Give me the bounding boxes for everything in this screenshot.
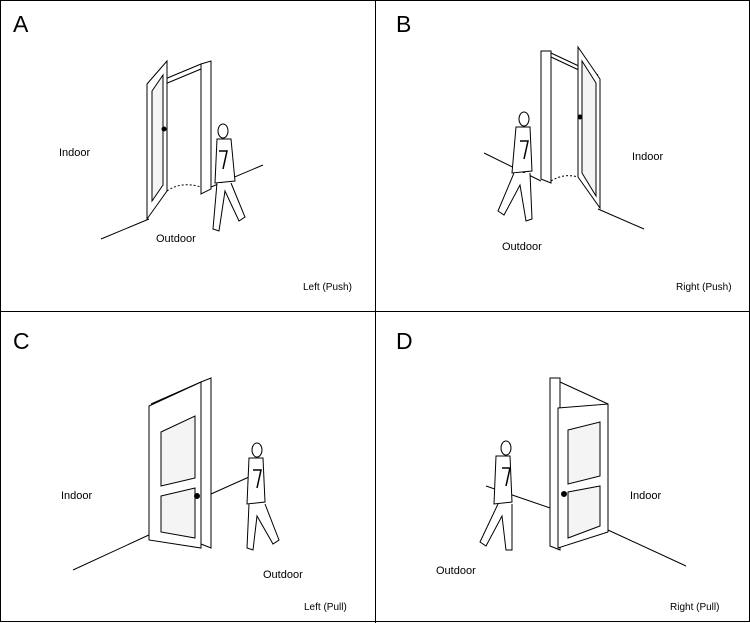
swing-caption: Left (Pull) xyxy=(304,602,347,613)
door-illustration xyxy=(100,59,264,240)
indoor-label: Indoor xyxy=(630,490,662,502)
panel-b: B Indoor Outdoor Rig xyxy=(376,1,750,312)
swing-caption: Right (Push) xyxy=(676,282,732,293)
swing-caption: Right (Pull) xyxy=(670,602,720,613)
door-illustration xyxy=(72,377,280,571)
outdoor-label: Outdoor xyxy=(502,241,542,253)
outdoor-label: Outdoor xyxy=(263,569,303,581)
indoor-label: Indoor xyxy=(59,147,91,159)
outdoor-label: Outdoor xyxy=(156,233,196,245)
indoor-label: Indoor xyxy=(61,490,93,502)
outdoor-label: Outdoor xyxy=(436,565,476,577)
panel-letter: A xyxy=(13,11,29,37)
swing-caption: Left (Push) xyxy=(303,282,352,293)
indoor-label: Indoor xyxy=(632,151,664,163)
panel-c: C Indoor Outdoor Left (Pull) xyxy=(1,312,376,623)
panel-letter: D xyxy=(396,328,413,354)
panel-letter: C xyxy=(13,328,30,354)
door-illustration xyxy=(483,45,645,230)
panel-a: A Indoor xyxy=(1,1,376,312)
panel-d: D Indoor Outdoor Right (Pull) xyxy=(376,312,750,623)
door-illustration xyxy=(479,377,687,567)
panel-letter: B xyxy=(396,11,412,37)
